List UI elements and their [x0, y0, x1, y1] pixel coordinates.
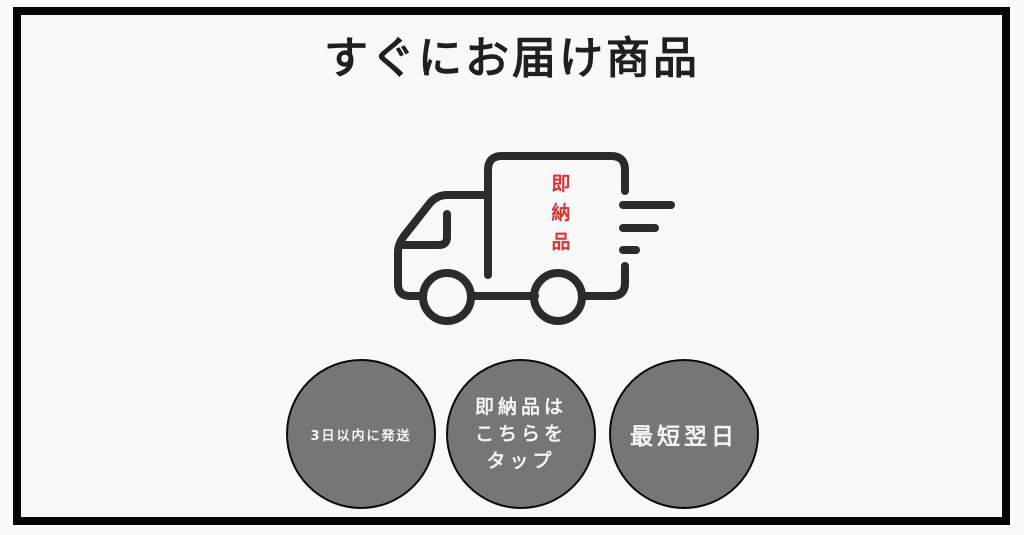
instant-delivery-tap-button[interactable]: 即納品は こちらを タップ — [446, 359, 596, 509]
badge-label: 最短翌日 — [630, 424, 738, 450]
badge-label: 即納品は こちらを タップ — [474, 395, 567, 472]
cargo-label: 即 納 品 — [548, 170, 574, 257]
cargo-label-char: 品 — [551, 231, 571, 253]
ship-within-3-days-badge[interactable]: 3日以内に発送 — [286, 359, 436, 509]
badge-label: 3日以内に発送 — [310, 428, 412, 444]
next-day-earliest-badge[interactable]: 最短翌日 — [609, 359, 759, 509]
cargo-label-char: 即 — [551, 173, 571, 195]
banner-title: すぐにお届け商品 — [324, 33, 700, 84]
cargo-label-char: 納 — [551, 202, 571, 224]
